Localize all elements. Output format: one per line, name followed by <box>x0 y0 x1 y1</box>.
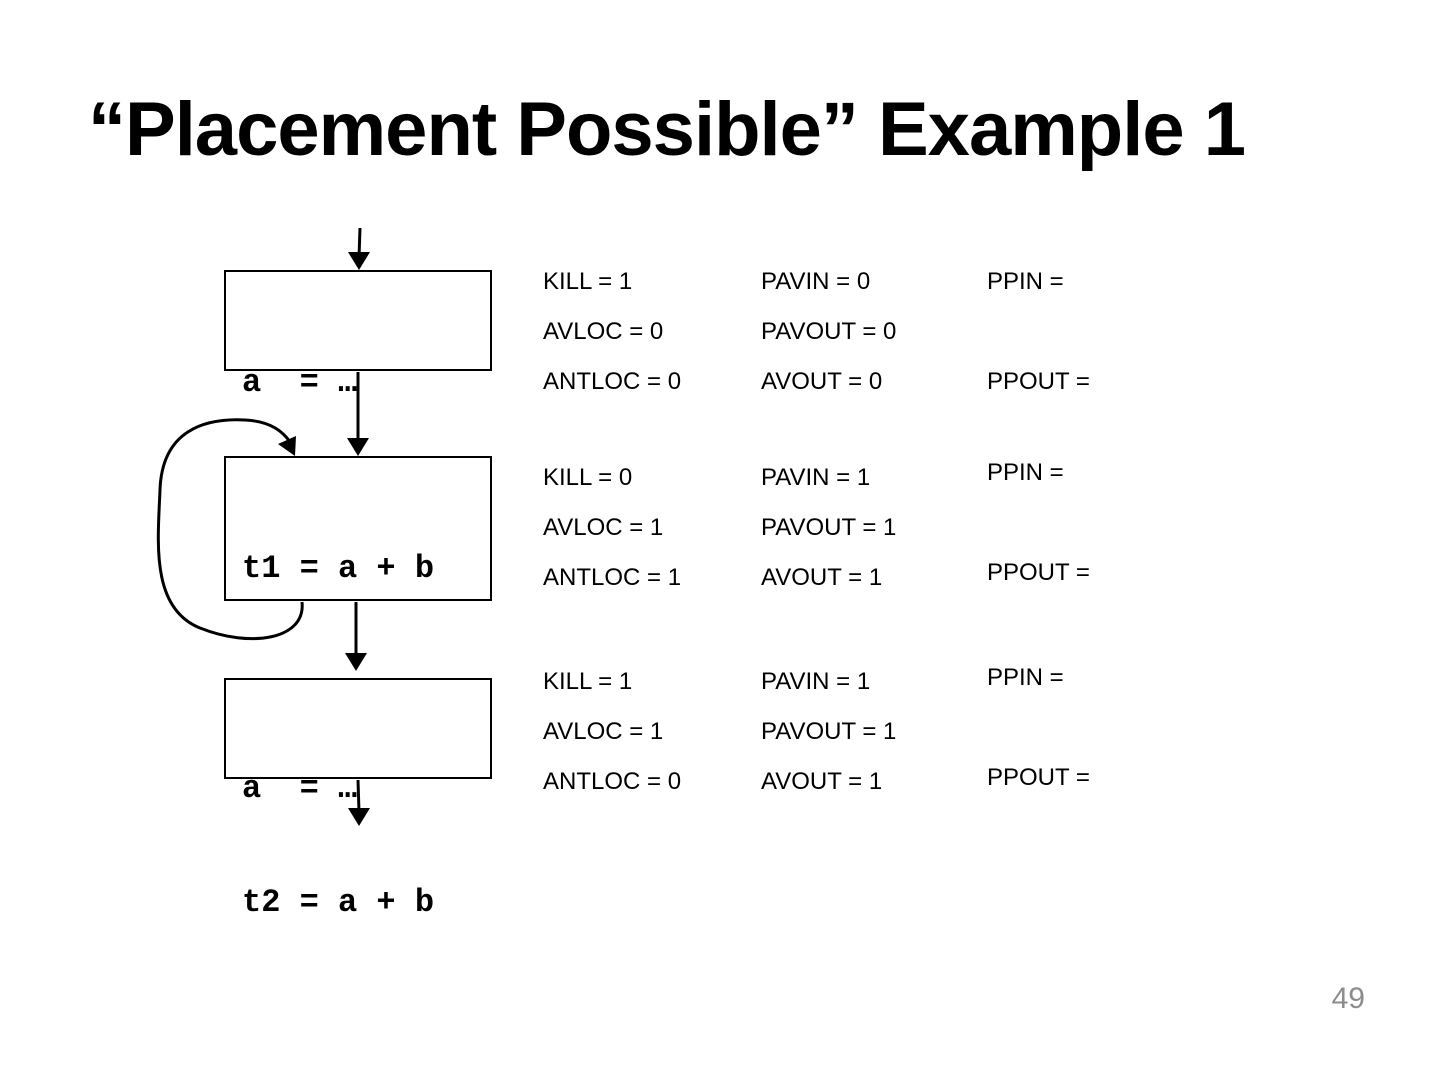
block1-antloc: ANTLOC = 0 <box>543 368 682 395</box>
block2-antloc: ANTLOC = 1 <box>543 564 682 591</box>
loop-back-edge <box>156 418 304 641</box>
code-line: t1 = a + b <box>242 550 435 587</box>
entry-edge <box>348 227 370 270</box>
block2-ppin: PPIN = <box>987 459 1064 486</box>
block3-antloc: ANTLOC = 0 <box>543 768 682 795</box>
block3-avout: AVOUT = 1 <box>761 768 883 795</box>
block2-ppout: PPOUT = <box>987 559 1090 586</box>
basic-block-3: a = … t2 = a + b <box>224 678 492 921</box>
block2-pavout: PAVOUT = 1 <box>761 514 897 541</box>
block1-avout: AVOUT = 0 <box>761 368 883 395</box>
basic-block-2: t1 = a + b <box>224 456 492 601</box>
block1-pavout: PAVOUT = 0 <box>761 318 897 345</box>
edge-block2-to-block3 <box>345 602 367 671</box>
edge-block1-to-block2 <box>347 372 369 456</box>
exit-edge <box>348 779 370 826</box>
block1-kill: KILL = 1 <box>543 268 633 295</box>
code-line: t2 = a + b <box>242 884 435 921</box>
block3-pavout: PAVOUT = 1 <box>761 718 897 745</box>
code-line: a = … <box>242 770 358 807</box>
block3-ppout: PPOUT = <box>987 764 1090 791</box>
block2-pavin: PAVIN = 1 <box>761 464 871 491</box>
block2-kill: KILL = 0 <box>543 464 633 491</box>
block3-ppin: PPIN = <box>987 664 1064 691</box>
block1-ppout: PPOUT = <box>987 368 1090 395</box>
page-number: 49 <box>1331 982 1365 1015</box>
block1-pavin: PAVIN = 0 <box>761 268 871 295</box>
block2-avout: AVOUT = 1 <box>761 564 883 591</box>
block3-avloc: AVLOC = 1 <box>543 718 664 745</box>
code-line: a = … <box>242 364 358 401</box>
slide-title: “Placement Possible” Example 1 <box>88 87 1246 172</box>
block2-avloc: AVLOC = 1 <box>543 514 664 541</box>
block3-kill: KILL = 1 <box>543 668 633 695</box>
block1-ppin: PPIN = <box>987 268 1064 295</box>
basic-block-1: a = … <box>224 270 492 401</box>
block1-avloc: AVLOC = 0 <box>543 318 664 345</box>
block3-pavin: PAVIN = 1 <box>761 668 871 695</box>
